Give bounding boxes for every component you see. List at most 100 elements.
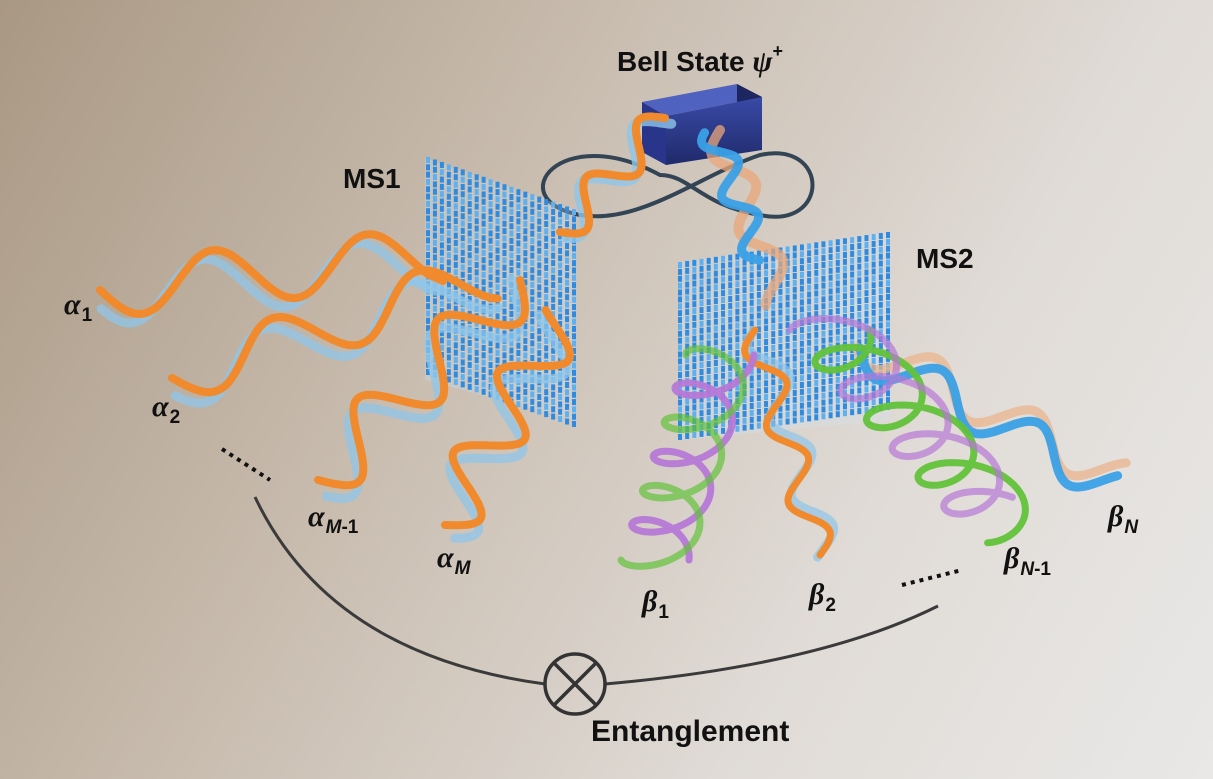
meta-atom: [426, 222, 430, 229]
meta-atom: [828, 254, 833, 261]
meta-atom: [446, 237, 451, 244]
meta-atom: [544, 228, 549, 235]
meta-atom: [871, 399, 876, 406]
meta-atom: [530, 245, 535, 252]
meta-atom: [864, 379, 869, 386]
meta-atom: [509, 252, 514, 259]
meta-atom: [749, 299, 754, 306]
meta-atom: [467, 274, 472, 281]
meta-atom: [516, 196, 521, 203]
meta-atom: [537, 408, 542, 415]
meta-atom: [488, 208, 493, 215]
meta-atom: [878, 356, 883, 363]
meta-atom: [426, 369, 430, 375]
meta-atom: [432, 210, 437, 217]
meta-atom: [842, 238, 847, 245]
meta-atom: [467, 252, 472, 259]
meta-atom: [558, 299, 563, 306]
meta-atom: [432, 298, 437, 305]
meta-atom: [678, 344, 682, 351]
meta-atom: [439, 191, 444, 198]
meta-atom: [749, 396, 754, 403]
meta-atom: [523, 330, 528, 337]
meta-atom: [799, 313, 804, 320]
meta-atom: [756, 305, 761, 312]
meta-atom: [523, 191, 528, 198]
meta-atom: [678, 434, 682, 440]
meta-atom: [446, 215, 451, 222]
meta-atom: [878, 329, 883, 336]
meta-atom: [756, 346, 761, 353]
meta-atom: [871, 282, 876, 289]
meta-atom: [850, 409, 855, 416]
meta-atom: [735, 350, 740, 357]
meta-atom: [871, 351, 876, 358]
meta-atom: [778, 281, 783, 288]
meta-atom: [792, 417, 797, 424]
meta-atom: [565, 250, 570, 257]
wave-ribbon: [441, 306, 575, 530]
meta-atom: [821, 241, 826, 248]
meta-atom: [699, 320, 704, 327]
meta-atom: [509, 296, 514, 303]
meta-atom: [432, 254, 437, 261]
meta-atom: [778, 405, 783, 412]
beta-label: β2: [809, 580, 836, 616]
meta-atom: [565, 221, 570, 228]
meta-atom: [878, 301, 883, 308]
meta-atom: [764, 270, 769, 277]
meta-atom: [495, 269, 500, 276]
meta-atom: [558, 416, 563, 423]
meta-atom: [481, 271, 486, 278]
meta-atom: [523, 198, 528, 205]
meta-atom: [864, 297, 869, 304]
meta-atom: [857, 339, 862, 346]
meta-atom: [558, 394, 563, 401]
alpha-symbol: α: [64, 288, 81, 321]
meta-atom: [523, 242, 528, 249]
meta-atom: [842, 307, 847, 314]
meta-atom: [886, 280, 890, 287]
meta-atom: [721, 407, 726, 414]
meta-atom: [467, 208, 472, 215]
meta-atom: [453, 364, 458, 371]
meta-atom: [516, 247, 521, 254]
meta-atom: [835, 239, 840, 246]
meta-atom: [799, 409, 804, 416]
meta-atom: [453, 225, 458, 232]
meta-atom: [544, 381, 549, 388]
meta-atom: [785, 308, 790, 315]
meta-atom: [814, 256, 819, 263]
meta-atom: [706, 285, 711, 292]
meta-atom: [842, 293, 847, 300]
meta-atom: [495, 342, 500, 349]
meta-atom: [572, 362, 576, 369]
meta-atom: [792, 376, 797, 383]
meta-atom: [835, 321, 840, 328]
meta-atom: [551, 260, 556, 267]
meta-atom: [771, 337, 776, 344]
meta-atom: [481, 257, 486, 264]
meta-atom: [735, 253, 740, 260]
meta-atom: [432, 312, 437, 319]
meta-atom: [749, 279, 754, 286]
meta-atom: [523, 396, 528, 403]
meta-atom: [799, 395, 804, 402]
meta-atom: [864, 407, 869, 414]
meta-atom: [728, 254, 733, 261]
meta-atom: [572, 369, 576, 376]
helical-beam: [811, 326, 1029, 547]
meta-atom: [742, 397, 747, 404]
meta-atom: [439, 213, 444, 220]
meta-atom: [835, 253, 840, 260]
meta-atom: [446, 296, 451, 303]
meta-atom: [474, 269, 479, 276]
meta-atom: [735, 267, 740, 274]
meta-atom: [814, 414, 819, 421]
meta-atom: [756, 333, 761, 340]
meta-atom: [509, 369, 514, 376]
meta-atom: [886, 238, 890, 245]
meta-atom: [439, 330, 444, 337]
meta-atom: [678, 268, 682, 275]
meta-atom: [778, 385, 783, 392]
